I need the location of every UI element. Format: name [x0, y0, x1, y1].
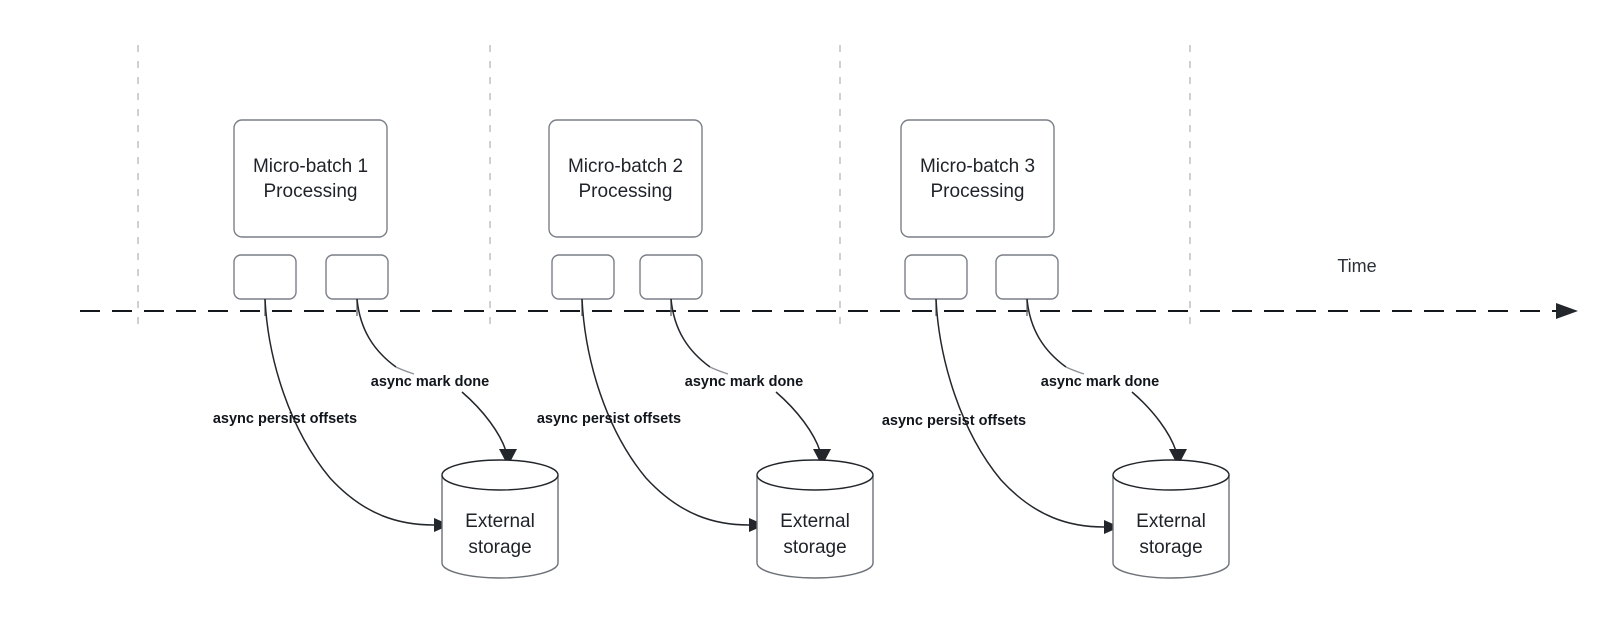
mark-done-3-path-lower [1131, 391, 1177, 452]
timeline-axis: Time [80, 256, 1578, 319]
mark-done-2-path-lower [775, 391, 821, 452]
task-box-1a[interactable] [233, 254, 297, 300]
persist-offsets-2-path [581, 298, 750, 526]
task-box-2a[interactable] [551, 254, 615, 300]
external-storage-2-label-line2: storage [783, 537, 846, 558]
external-storage-3[interactable]: External storage [1112, 459, 1230, 579]
group-2: Micro-batch 2 Processing async persist o… [537, 119, 874, 579]
mark-done-2-label: async mark done [685, 374, 803, 390]
external-storage-1-label-line2: storage [468, 537, 531, 558]
external-storage-2[interactable]: External storage [756, 459, 874, 579]
persist-offsets-2-label: async persist offsets [537, 411, 681, 427]
micro-batch-2-label-line2: Processing [579, 181, 673, 202]
micro-batch-3-process-box[interactable] [900, 119, 1055, 238]
external-storage-3-label-line2: storage [1139, 537, 1202, 558]
persist-offsets-3-path [935, 298, 1105, 528]
micro-batch-2-process-box[interactable] [548, 119, 703, 238]
mark-done-1-path-fade [395, 366, 415, 375]
mark-done-1-label: async mark done [371, 374, 489, 390]
micro-batch-2-label-line1: Micro-batch 2 [568, 156, 683, 177]
external-storage-1-label-line1: External [465, 511, 535, 532]
external-storage-3-top [1112, 459, 1230, 491]
external-storage-1-body [441, 475, 559, 579]
micro-batch-1-label-line1: Micro-batch 1 [253, 156, 368, 177]
micro-batch-1-label-line2: Processing [264, 181, 358, 202]
external-storage-2-top [756, 459, 874, 491]
task-box-3a[interactable] [904, 254, 968, 300]
external-storage-3-body [1112, 475, 1230, 579]
mark-done-1-path-upper [356, 298, 397, 368]
mark-done-2-path-upper [670, 298, 711, 368]
mark-done-2-path-fade [709, 366, 729, 375]
group-3: Micro-batch 3 Processing async persist o… [882, 119, 1230, 579]
external-storage-3-label-line1: External [1136, 511, 1206, 532]
persist-offsets-1-path [264, 298, 435, 526]
mark-done-3-path-upper [1026, 298, 1067, 368]
task-box-2b[interactable] [639, 254, 703, 300]
micro-batch-1-process-box[interactable] [233, 119, 388, 238]
task-box-1b[interactable] [325, 254, 389, 300]
time-axis-label: Time [1337, 256, 1376, 276]
timeline-arrowhead [1556, 303, 1578, 319]
mark-done-2-arrowhead [813, 449, 831, 466]
persist-offsets-1-label: async persist offsets [213, 411, 357, 427]
group-1: Micro-batch 1 Processing async persist o… [213, 119, 559, 579]
mark-done-3-path-fade [1065, 366, 1085, 375]
micro-batch-3-label-line1: Micro-batch 3 [920, 156, 1035, 177]
persist-offsets-3-arrowhead [1104, 520, 1120, 534]
mark-done-3-arrowhead [1169, 449, 1187, 466]
external-storage-1-top [441, 459, 559, 491]
mark-done-3-label: async mark done [1041, 374, 1159, 390]
mark-done-1-path-lower [461, 391, 507, 452]
persist-offsets-3-label: async persist offsets [882, 413, 1026, 429]
task-box-3b[interactable] [995, 254, 1059, 300]
external-storage-2-label-line1: External [780, 511, 850, 532]
external-storage-2-body [756, 475, 874, 579]
micro-batch-3-label-line2: Processing [931, 181, 1025, 202]
external-storage-1[interactable]: External storage [441, 459, 559, 579]
mark-done-1-arrowhead [499, 449, 517, 466]
